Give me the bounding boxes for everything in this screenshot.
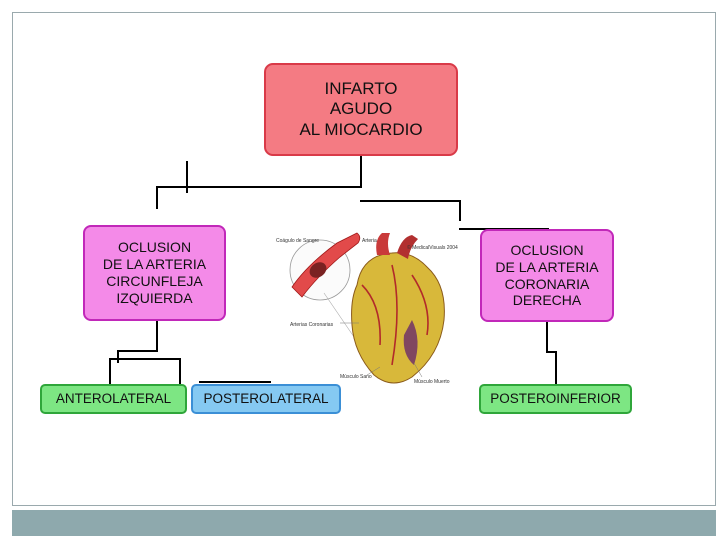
right-branch-line-4: DERECHA bbox=[512, 292, 582, 309]
clot-shape bbox=[309, 262, 327, 278]
heart-muscle bbox=[351, 252, 445, 384]
artery-top bbox=[397, 235, 418, 259]
left-branch-node: OCLUSION DE LA ARTERIA CIRCUNFLEJA IZQUI… bbox=[83, 225, 226, 321]
root-node: INFARTO AGUDO AL MIOCARDIO bbox=[264, 63, 458, 156]
aorta-shape bbox=[376, 233, 390, 255]
dead-muscle-area bbox=[403, 320, 418, 365]
root-line-2: AGUDO bbox=[329, 99, 393, 119]
root-line-1: INFARTO bbox=[324, 78, 398, 98]
left-branch-line-2: DE LA ARTERIA bbox=[102, 256, 207, 273]
right-branch-node: OCLUSION DE LA ARTERIA CORONARIA DERECHA bbox=[480, 229, 614, 322]
heart-illustration: Coágulo de Sangre Arteria © MedicalVisua… bbox=[276, 232, 458, 385]
label-coronary: Arterias Coronarias bbox=[290, 322, 334, 328]
artery-shape bbox=[291, 232, 361, 298]
label-copyright: © MedicalVisuals 2004 bbox=[407, 244, 458, 251]
right-branch-line-3: CORONARIA bbox=[504, 275, 590, 292]
label-dead: Músculo Muerto bbox=[414, 379, 450, 385]
left-branch-line-3: CIRCUNFLEJA bbox=[106, 273, 203, 289]
left-branch-line-4: IZQUIERDA bbox=[116, 289, 193, 306]
label-artery: Arteria bbox=[362, 238, 377, 244]
leaf-posterolateral: POSTEROLATERAL bbox=[191, 384, 341, 414]
root-line-3: AL MIOCARDIO bbox=[299, 119, 423, 139]
coronary-arteries bbox=[361, 264, 429, 366]
right-branch-line-2: DE LA ARTERIA bbox=[495, 258, 599, 275]
label-healthy: Músculo Sano bbox=[340, 374, 372, 380]
label-clot: Coágulo de Sangre bbox=[276, 238, 319, 244]
leaf-posteroinferior: POSTEROINFERIOR bbox=[479, 384, 632, 414]
right-branch-line-1: OCLUSION bbox=[510, 241, 584, 258]
left-branch-line-1: OCLUSION bbox=[117, 239, 192, 256]
leaf-anterolateral: ANTEROLATERAL bbox=[40, 384, 187, 414]
footer-bar bbox=[12, 510, 716, 536]
